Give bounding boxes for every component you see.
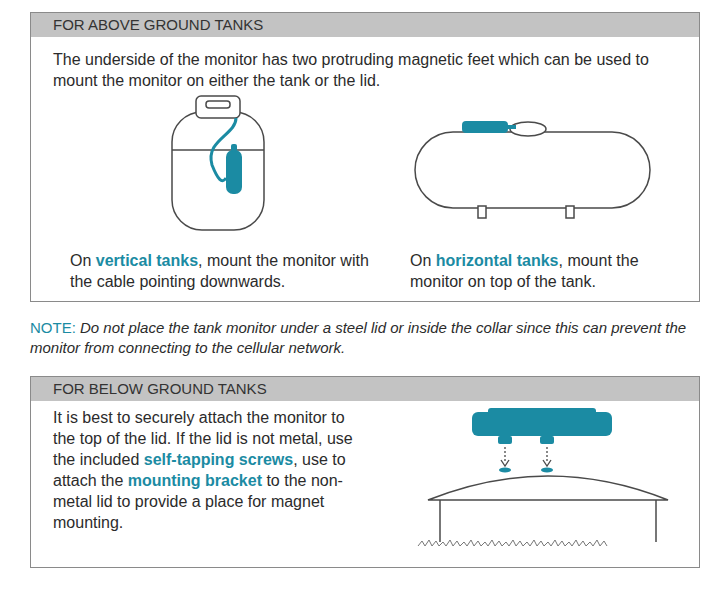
lid-monitor (472, 408, 612, 473)
header-text: FOR BELOW GROUND TANKS (53, 380, 267, 397)
caption-text: vertical tanks (96, 252, 198, 269)
note-text: NOTE: Do not place the tank monitor unde… (30, 318, 690, 358)
body-text: mounting bracket (128, 472, 262, 489)
caption-text: On (70, 252, 91, 269)
panel-header: FOR ABOVE GROUND TANKS (31, 13, 699, 37)
note-text: NOTE: (30, 319, 76, 336)
caption: On horizontal tanks, mount the monitor o… (410, 250, 680, 292)
instruction-panel: FOR BELOW GROUND TANKS It is best to secu… (30, 376, 700, 568)
buried-tank (418, 476, 668, 546)
vertical-monitor (211, 118, 242, 194)
caption: On vertical tanks, mount the monitor wit… (70, 250, 370, 292)
panel-header: FOR BELOW GROUND TANKS (31, 377, 699, 401)
header-text: FOR ABOVE GROUND TANKS (53, 16, 263, 33)
panel-body: The underside of the monitor has two pro… (53, 49, 673, 91)
horizontal-tank (415, 122, 650, 218)
body-text: , use (293, 451, 328, 468)
panel-body: It is best to securely attach the monito… (53, 407, 368, 533)
caption-text: On (410, 252, 431, 269)
body-text: The underside of the monitor has two pro… (53, 51, 649, 89)
note-text: Do not place the tank monitor under a st… (30, 319, 686, 356)
horizontal-monitor (462, 121, 516, 133)
caption-text: horizontal tanks (436, 252, 559, 269)
vertical-tank (172, 96, 264, 230)
body-text: self-tapping screws (144, 451, 293, 468)
